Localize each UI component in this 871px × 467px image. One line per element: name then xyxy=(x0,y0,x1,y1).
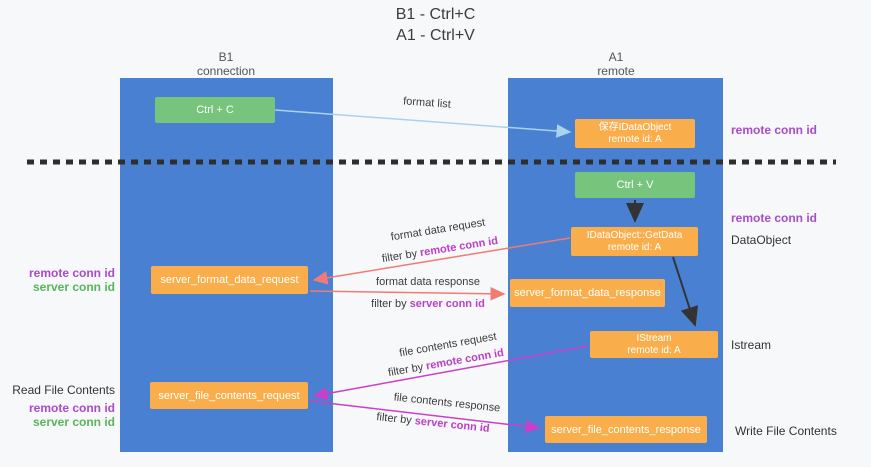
filter-prefix: filter by xyxy=(371,298,410,310)
format-data-response-filter-label: filter by server conn id xyxy=(318,298,538,310)
server-file-contents-response-box: server_file_contents_response xyxy=(545,416,707,443)
file-contents-response-arrow xyxy=(309,400,541,434)
saved-dataobject-line2: remote id: A xyxy=(608,133,662,145)
format-data-response-label: format data response xyxy=(376,276,480,288)
getdata-line2: remote id: A xyxy=(607,241,662,253)
left-file-remote-conn-id-label: remote conn id xyxy=(28,401,115,415)
left-format-server-conn-id-label: server conn id xyxy=(32,280,115,294)
ctrl-v-box: Ctrl + V xyxy=(575,172,695,198)
server-format-data-response-box: server_format_data_response xyxy=(510,279,665,307)
dataobject-label: DataObject xyxy=(731,233,792,247)
column-a1-name: A1 xyxy=(608,50,624,64)
column-header-b1: B1 connection xyxy=(146,50,306,78)
istream-line2: remote id: A xyxy=(627,344,681,356)
file-contents-request-arrow xyxy=(312,345,589,401)
column-b1-name: B1 xyxy=(218,50,234,64)
saved-dataobject-box: 保存IDataObject remote id: A xyxy=(575,119,695,148)
read-file-contents-label: Read File Contents xyxy=(12,383,115,397)
istream-label: Istream xyxy=(731,338,772,352)
left-file-server-conn-id-label: server conn id xyxy=(32,415,115,429)
ctrl-c-box: Ctrl + C xyxy=(155,97,275,123)
istream-box: IStream remote id: A xyxy=(590,331,718,358)
istream-line1: IStream xyxy=(636,332,672,344)
server-format-data-request-box: server_format_data_request xyxy=(151,266,308,294)
filter-key-server-conn-id: server conn id xyxy=(409,298,485,310)
right-top-remote-conn-id-label: remote conn id xyxy=(731,123,818,137)
format-data-response-arrow xyxy=(309,287,506,301)
column-b1-role: connection xyxy=(196,64,256,78)
format-list-arrow xyxy=(274,109,572,138)
right-mid-remote-conn-id-label: remote conn id xyxy=(731,211,818,225)
server-file-contents-request-box: server_file_contents_request xyxy=(150,382,308,409)
column-header-a1: A1 remote xyxy=(536,50,696,78)
column-a1-role: remote xyxy=(597,64,635,78)
getdata-to-istream-arrow xyxy=(672,256,699,327)
diagram-title-line1: B1 - Ctrl+C xyxy=(395,6,476,23)
getdata-line1: IDataObject::GetData xyxy=(586,229,683,241)
left-format-remote-conn-id-label: remote conn id xyxy=(28,266,115,280)
getdata-box: IDataObject::GetData remote id: A xyxy=(571,227,698,256)
format-data-request-arrow xyxy=(312,237,571,285)
diagram-title-line2: A1 - Ctrl+V xyxy=(396,27,475,44)
write-file-contents-label: Write File Contents xyxy=(735,424,837,438)
saved-dataobject-line1: 保存IDataObject xyxy=(598,121,672,133)
